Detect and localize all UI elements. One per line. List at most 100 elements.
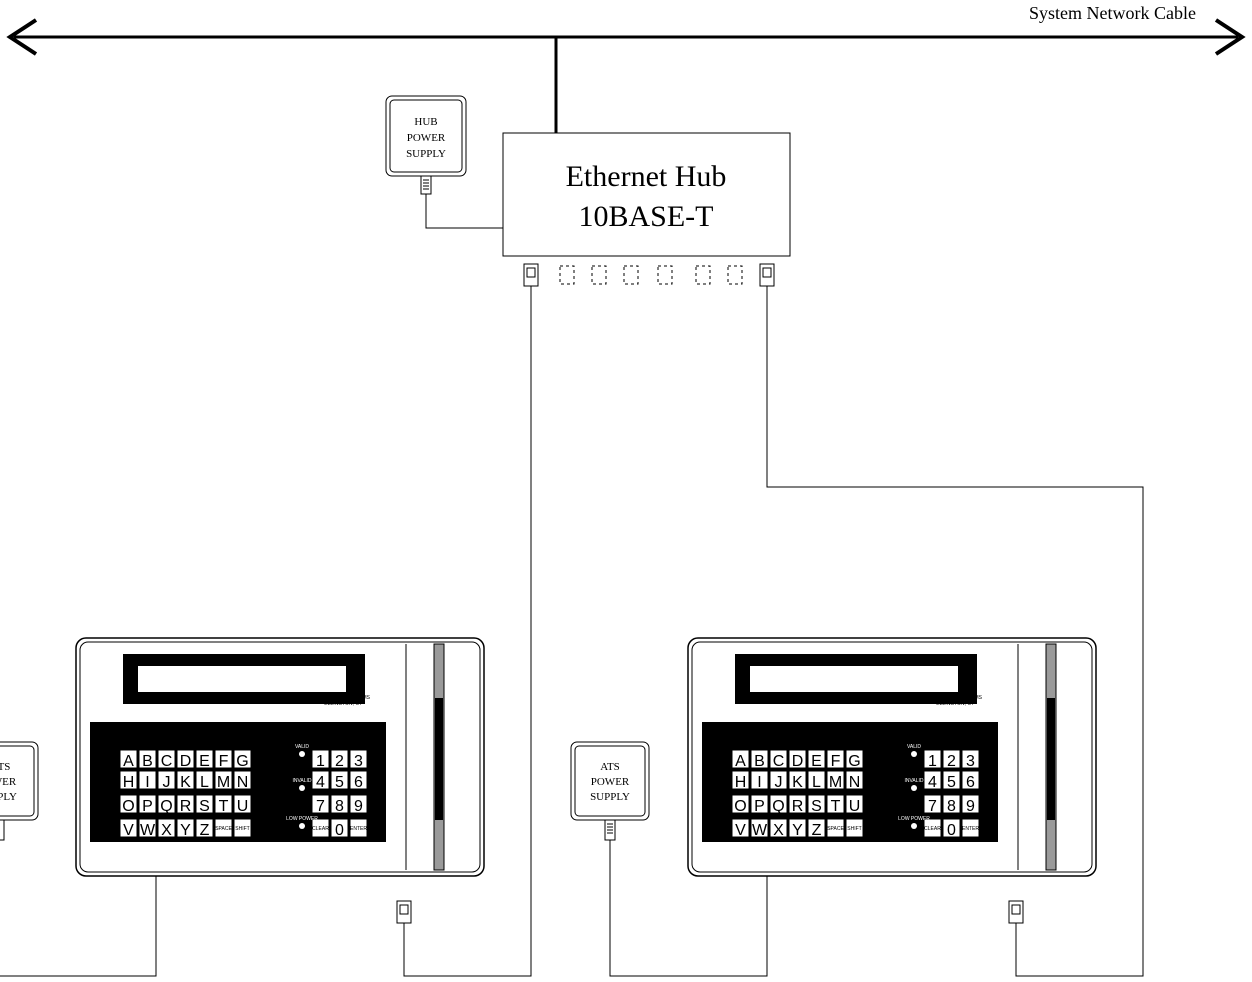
key-g[interactable]: G: [845, 749, 864, 770]
key-1[interactable]: 1: [923, 749, 942, 770]
svg-text:P: P: [142, 798, 153, 815]
key-0[interactable]: 0: [330, 818, 349, 839]
key-5[interactable]: 5: [942, 770, 961, 791]
svg-text:ENTER: ENTER: [350, 826, 367, 832]
key-h[interactable]: H: [731, 770, 750, 791]
port-icon: [396, 900, 412, 924]
key-y[interactable]: Y: [176, 818, 195, 839]
key-l[interactable]: L: [807, 770, 826, 791]
key-space[interactable]: SPACE: [826, 818, 845, 838]
key-7[interactable]: 7: [311, 794, 330, 815]
key-r[interactable]: R: [788, 794, 807, 815]
key-l[interactable]: L: [195, 770, 214, 791]
key-u[interactable]: U: [233, 794, 252, 815]
key-f[interactable]: F: [826, 749, 845, 770]
key-clear[interactable]: CLEAR: [923, 818, 942, 838]
key-p[interactable]: P: [138, 794, 157, 815]
key-x[interactable]: X: [157, 818, 176, 839]
key-shift[interactable]: SHIFT: [845, 818, 864, 838]
key-m[interactable]: M: [826, 770, 845, 791]
key-1[interactable]: 1: [311, 749, 330, 770]
key-o[interactable]: O: [119, 794, 138, 815]
key-n[interactable]: N: [845, 770, 864, 791]
key-e[interactable]: E: [195, 749, 214, 770]
key-2[interactable]: 2: [942, 749, 961, 770]
svg-text:X: X: [161, 822, 172, 839]
key-o[interactable]: O: [731, 794, 750, 815]
key-a[interactable]: A: [731, 749, 750, 770]
key-i[interactable]: I: [138, 770, 157, 791]
svg-text:Q: Q: [160, 798, 172, 815]
key-r[interactable]: R: [176, 794, 195, 815]
key-6[interactable]: 6: [961, 770, 980, 791]
key-enter[interactable]: ENTER: [961, 818, 980, 838]
key-6[interactable]: 6: [349, 770, 368, 791]
key-9[interactable]: 9: [349, 794, 368, 815]
svg-text:V: V: [735, 822, 746, 839]
key-b[interactable]: B: [750, 749, 769, 770]
key-9[interactable]: 9: [961, 794, 980, 815]
key-4[interactable]: 4: [311, 770, 330, 791]
key-3[interactable]: 3: [349, 749, 368, 770]
key-d[interactable]: D: [176, 749, 195, 770]
key-a[interactable]: A: [119, 749, 138, 770]
key-b[interactable]: B: [138, 749, 157, 770]
key-3[interactable]: 3: [961, 749, 980, 770]
unused-port-icon: [623, 265, 639, 285]
ats-psu-label-3: SUPPLY: [590, 791, 630, 803]
key-2[interactable]: 2: [330, 749, 349, 770]
key-p[interactable]: P: [750, 794, 769, 815]
key-j[interactable]: J: [769, 770, 788, 791]
key-i[interactable]: I: [750, 770, 769, 791]
key-0[interactable]: 0: [942, 818, 961, 839]
key-g[interactable]: G: [233, 749, 252, 770]
svg-text:M: M: [217, 774, 230, 791]
svg-text:2: 2: [335, 753, 344, 770]
key-j[interactable]: J: [157, 770, 176, 791]
key-y[interactable]: Y: [788, 818, 807, 839]
key-z[interactable]: Z: [195, 818, 214, 839]
key-z[interactable]: Z: [807, 818, 826, 839]
key-s[interactable]: S: [807, 794, 826, 815]
key-h[interactable]: H: [119, 770, 138, 791]
key-8[interactable]: 8: [942, 794, 961, 815]
key-s[interactable]: S: [195, 794, 214, 815]
key-x[interactable]: X: [769, 818, 788, 839]
key-clear[interactable]: CLEAR: [311, 818, 330, 838]
svg-text:T: T: [831, 798, 841, 815]
key-c[interactable]: C: [157, 749, 176, 770]
key-f[interactable]: F: [214, 749, 233, 770]
indicator-valid: VALID: [907, 744, 921, 757]
key-c[interactable]: C: [769, 749, 788, 770]
port-icon: [523, 263, 539, 287]
brand-label-line1: ACCU-TIME SYSTEMS: [929, 695, 983, 701]
key-e[interactable]: E: [807, 749, 826, 770]
key-n[interactable]: N: [233, 770, 252, 791]
key-w[interactable]: W: [138, 818, 157, 839]
key-v[interactable]: V: [731, 818, 750, 839]
svg-text:3: 3: [966, 753, 975, 770]
key-7[interactable]: 7: [923, 794, 942, 815]
key-q[interactable]: Q: [769, 794, 788, 815]
svg-text:9: 9: [966, 798, 975, 815]
key-m[interactable]: M: [214, 770, 233, 791]
key-u[interactable]: U: [845, 794, 864, 815]
key-k[interactable]: K: [788, 770, 807, 791]
svg-text:Z: Z: [200, 822, 210, 839]
key-5[interactable]: 5: [330, 770, 349, 791]
key-k[interactable]: K: [176, 770, 195, 791]
key-8[interactable]: 8: [330, 794, 349, 815]
key-space[interactable]: SPACE: [214, 818, 233, 838]
svg-text:I: I: [757, 774, 761, 791]
key-v[interactable]: V: [119, 818, 138, 839]
key-shift[interactable]: SHIFT: [233, 818, 252, 838]
key-4[interactable]: 4: [923, 770, 942, 791]
key-d[interactable]: D: [788, 749, 807, 770]
key-enter[interactable]: ENTER: [349, 818, 368, 838]
key-w[interactable]: W: [750, 818, 769, 839]
key-q[interactable]: Q: [157, 794, 176, 815]
key-t[interactable]: T: [214, 794, 233, 815]
svg-text:3: 3: [354, 753, 363, 770]
key-t[interactable]: T: [826, 794, 845, 815]
